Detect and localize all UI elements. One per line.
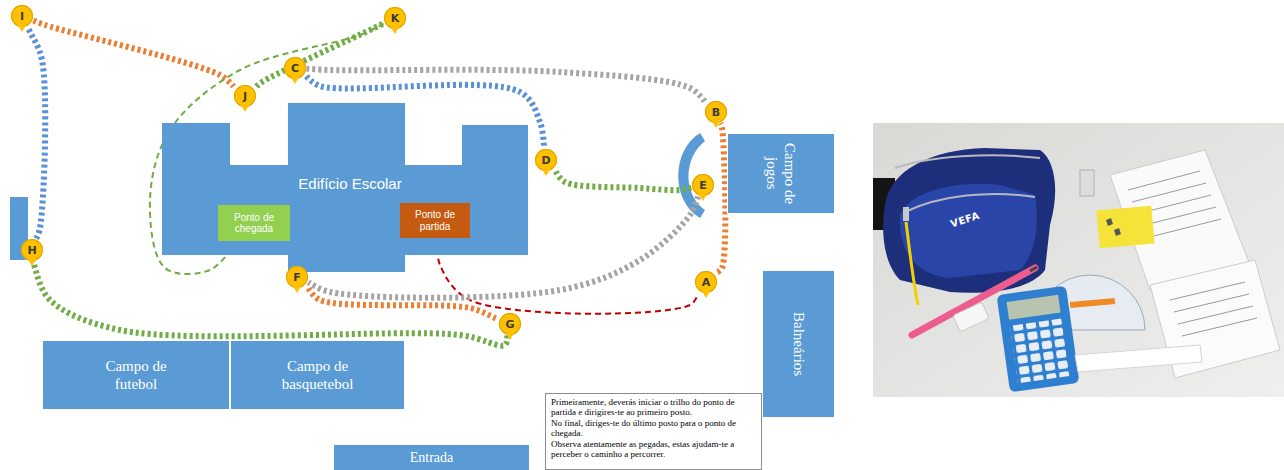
bag-logo: VEFA <box>949 210 981 230</box>
point-label: Ponto de partida <box>403 209 467 232</box>
paper-lines <box>1170 282 1257 336</box>
marker-pin-tail <box>388 22 402 34</box>
station-letter: B <box>712 107 720 118</box>
trail-path <box>34 261 507 345</box>
footprint-icon <box>1106 218 1121 236</box>
zipper-pull <box>903 207 909 221</box>
trail-path <box>28 27 46 238</box>
station-marker: J <box>234 85 256 107</box>
station-letter: F <box>293 272 301 283</box>
calculator <box>997 286 1080 393</box>
marker-pin-tail <box>25 254 39 266</box>
marker-pin-tail <box>388 22 402 34</box>
station-letter: C <box>291 63 299 74</box>
marker-pin-tail <box>25 254 39 266</box>
marker-pin-tail <box>503 328 517 340</box>
station-letter: K <box>391 13 400 24</box>
station-marker: H <box>21 239 43 261</box>
station-marker: E <box>692 174 714 196</box>
yellow-ribbon <box>906 222 918 305</box>
bag-zipper <box>895 155 1040 168</box>
station-marker: A <box>695 271 717 293</box>
marker-pin-tail <box>539 164 553 176</box>
marker-pin-tail <box>709 116 723 128</box>
station-letter: A <box>702 277 711 288</box>
calculator-screen <box>1007 295 1061 320</box>
finish-point: Ponto de chegada <box>218 205 290 241</box>
station-marker: D <box>535 149 557 171</box>
station-letter: G <box>505 319 514 330</box>
calculator-keys <box>1010 319 1070 384</box>
marker-pin-tail <box>709 116 723 128</box>
marker-pin-tail <box>699 286 713 298</box>
area-name: Entrada <box>410 450 454 467</box>
bag-zipper <box>905 194 1035 212</box>
area-name: Campo de jogos <box>763 139 799 209</box>
football-field: Campo de futebol <box>42 340 230 410</box>
marker-pin-tail <box>696 189 710 201</box>
bag-pocket <box>900 184 1037 278</box>
start-point: Ponto de partida <box>400 203 470 238</box>
marker-pin-tail <box>539 164 553 176</box>
station-letter: J <box>243 91 247 102</box>
pencil-tip <box>1030 267 1037 271</box>
changing-rooms: Balneários <box>762 270 835 418</box>
marker-pin-tail <box>290 281 304 293</box>
area-name: Balneários <box>790 312 808 376</box>
trail-path <box>556 171 692 190</box>
marker-pin-tail <box>699 286 713 298</box>
eraser <box>953 302 990 332</box>
station-marker: K <box>384 7 406 29</box>
trail-path <box>717 123 725 272</box>
trail-path <box>306 69 704 102</box>
station-marker: I <box>11 5 33 27</box>
marker-pin-tail <box>15 20 29 32</box>
station-marker: C <box>284 57 306 79</box>
building-outline <box>462 125 528 255</box>
note-text: Primeiramente, deverás iniciar o trilho … <box>551 397 756 417</box>
building-name: Edifício Escolar <box>230 175 470 193</box>
station-letter: H <box>27 245 36 256</box>
ruler-piece <box>1070 298 1115 308</box>
entrance-area: Entrada <box>333 444 530 470</box>
note-text: No final, diriges-te do último posto par… <box>551 418 756 438</box>
paper-strip <box>1075 345 1202 372</box>
area-name: Campo de futebol <box>96 357 176 393</box>
instruction-note: Primeiramente, deverás iniciar o trilho … <box>545 393 762 470</box>
yellow-card <box>1096 206 1154 249</box>
point-label: Ponto de chegada <box>221 212 287 235</box>
marker-pin-tail <box>290 281 304 293</box>
school-building: Edifício EscolarPonto de chegada Ponto de… <box>162 103 528 272</box>
station-marker: B <box>705 101 727 123</box>
marker-pin-tail <box>696 189 710 201</box>
marker-pin-tail <box>238 100 252 112</box>
note-text: Observa atentamente as pegadas, estas aj… <box>551 439 756 459</box>
marker-pin-tail <box>288 72 302 84</box>
station-letter: D <box>541 155 550 166</box>
bag-logo-wrap: VEFA <box>949 210 981 230</box>
area-name: Campo de basquetebol <box>270 357 365 393</box>
station-letter: I <box>20 11 24 22</box>
marker-pin-tail <box>288 72 302 84</box>
station-marker: F <box>286 266 308 288</box>
trail-path <box>33 20 233 86</box>
station-letter: E <box>699 180 707 191</box>
photo-background <box>873 123 1284 397</box>
marker-pin-tail <box>503 328 517 340</box>
trail-path <box>308 288 498 319</box>
station-marker: G <box>499 313 521 335</box>
basketball-court: Campo de basquetebol <box>230 340 405 410</box>
playground-area: Campo de jogos <box>727 133 835 214</box>
usb-stick <box>1080 170 1094 196</box>
marker-pin-tail <box>15 20 29 32</box>
marker-pin-tail <box>238 100 252 112</box>
